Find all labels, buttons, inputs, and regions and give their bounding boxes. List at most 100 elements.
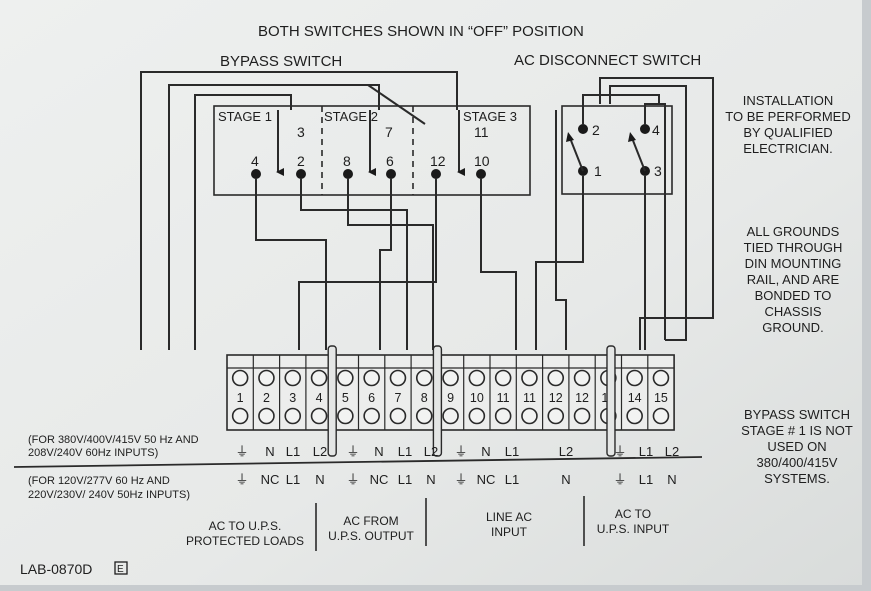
installation-note-line: TO BE PERFORMED	[725, 109, 850, 124]
group-ups-output: U.P.S. OUTPUT	[328, 529, 414, 543]
terminal-number: 11	[523, 391, 536, 405]
terminal-screw-top	[363, 369, 380, 387]
ac-disconnect-label: AC DISCONNECT SWITCH	[514, 52, 701, 69]
terminal-screw-bottom	[231, 407, 249, 425]
terminal-number: 3	[289, 391, 296, 405]
terminal-screw-bottom	[389, 407, 407, 425]
terminal-screw-top	[494, 369, 512, 387]
group-ups-input: AC TO	[615, 507, 651, 521]
terminal-screw-bottom	[363, 407, 380, 425]
row-1-label: N	[265, 444, 274, 459]
part-number: LAB-0870D	[20, 561, 92, 577]
terminal-screw-top	[231, 369, 249, 387]
row-2-note: (FOR 120V/277V 60 Hz AND 220V/230V/ 240V…	[28, 475, 190, 501]
disconnect-contact-1: 1	[594, 163, 602, 179]
row-1-label: L1	[639, 444, 653, 459]
row-2-label: L1	[398, 472, 412, 487]
row-1-note-line: 208V/240V 60Hz INPUTS)	[28, 447, 158, 459]
stage-3-terminal-a: 12	[430, 153, 446, 169]
revision-box	[114, 561, 128, 575]
row-2-label: NC	[477, 472, 496, 487]
stage-1-label: STAGE 1	[218, 109, 272, 124]
row-2-label: L1	[286, 472, 300, 487]
terminal-number: 2	[263, 391, 270, 405]
terminal-screw-bottom	[442, 407, 459, 425]
wiring	[140, 71, 714, 350]
row-1-label: L2	[313, 444, 327, 459]
terminal-screw-bottom	[310, 407, 328, 425]
stage-2-terminal-a: 8	[343, 153, 351, 169]
terminal-screw-top	[547, 369, 565, 387]
terminal-screw-top	[521, 369, 538, 387]
disconnect-contact-3: 3	[654, 163, 662, 179]
stage-2-top-terminal: 7	[385, 124, 393, 140]
terminal-screw-bottom	[626, 407, 643, 425]
bypass-stage-note-line: BYPASS SWITCH	[744, 407, 850, 422]
row-2-label: N	[667, 472, 676, 487]
terminal-screw-top	[652, 369, 670, 387]
row-2-label: ⏚	[346, 472, 359, 487]
terminal-screw-top	[415, 369, 433, 387]
row-1-label: L2	[559, 444, 573, 459]
row-2-label: N	[426, 472, 435, 487]
terminal-screw-top	[284, 369, 302, 387]
terminal-number: 5	[342, 391, 349, 405]
stage-1-terminal-b: 2	[297, 153, 305, 169]
row-2-label: N	[315, 472, 324, 487]
bypass-stage-note-line: USED ON	[767, 439, 826, 454]
terminal-screw-bottom	[284, 407, 302, 425]
row-2-label: NC	[370, 472, 389, 487]
row-1-label: L1	[398, 444, 412, 459]
terminal-number: 6	[368, 391, 375, 405]
installation-note-line: BY QUALIFIED	[743, 125, 832, 140]
terminal-number: 12	[575, 391, 589, 405]
row-1-label: N	[481, 444, 490, 459]
terminal-number: 11	[497, 391, 510, 405]
row-1-label: ⏚	[454, 444, 467, 459]
row-2-label: L1	[505, 472, 519, 487]
group-line-ac-input: INPUT	[491, 525, 528, 539]
grounds-note-line: BONDED TO	[755, 288, 832, 303]
grounds-note: ALL GROUNDS TIED THROUGH DIN MOUNTING RA…	[744, 224, 843, 335]
row-2-label: NC	[261, 472, 280, 487]
row-2-label: L1	[639, 472, 653, 487]
plate-face	[0, 0, 862, 585]
disconnect-contact-4: 4	[652, 122, 660, 138]
terminal-screw-bottom	[258, 407, 275, 425]
grounds-note-line: ALL GROUNDS	[747, 224, 840, 239]
terminal-number: 1	[237, 391, 244, 405]
row-1-label: L1	[505, 444, 519, 459]
terminal-screw-top	[442, 369, 459, 387]
revision-mark: E	[117, 564, 124, 575]
stage-2-terminal-b: 6	[386, 153, 394, 169]
row-1-label: L2	[665, 444, 679, 459]
grounds-note-line: CHASSIS	[764, 304, 821, 319]
stage-3-label: STAGE 3	[463, 109, 517, 124]
row-separator	[13, 456, 703, 468]
row-1-label: ⏚	[235, 444, 248, 459]
diagram-title: BOTH SWITCHES SHOWN IN “OFF” POSITION	[258, 23, 584, 40]
terminal-screw-bottom	[573, 407, 591, 425]
row-2-note-line: (FOR 120V/277V 60 Hz AND	[28, 475, 170, 487]
terminal-end-stop	[327, 345, 337, 457]
bypass-stage-note-line: SYSTEMS.	[764, 471, 830, 486]
grounds-note-line: RAIL, AND ARE	[747, 272, 840, 287]
row-2-label: ⏚	[613, 472, 626, 487]
terminal-screw-top	[310, 369, 328, 387]
group-captions: AC TO U.P.S. PROTECTED LOADS AC FROM U.P…	[186, 507, 670, 548]
installation-note-line: ELECTRICIAN.	[743, 141, 833, 156]
terminal-number: 7	[394, 391, 401, 405]
group-line-ac-input: LINE AC	[486, 510, 532, 524]
terminal-screw-bottom	[547, 407, 565, 425]
row-2-label: ⏚	[235, 472, 248, 487]
stage-2-label: STAGE 2	[324, 109, 378, 124]
terminal-number: 9	[447, 391, 454, 405]
terminal-screw-top	[337, 369, 354, 387]
row-2-note-line: 220V/230V/ 240V 50Hz INPUTS)	[28, 489, 190, 501]
terminal-screw-bottom	[468, 407, 486, 425]
row-1-label: N	[374, 444, 383, 459]
ac-disconnect-switch: 2 4 1 3	[561, 105, 673, 195]
stage-3-top-terminal: 11	[474, 124, 489, 140]
